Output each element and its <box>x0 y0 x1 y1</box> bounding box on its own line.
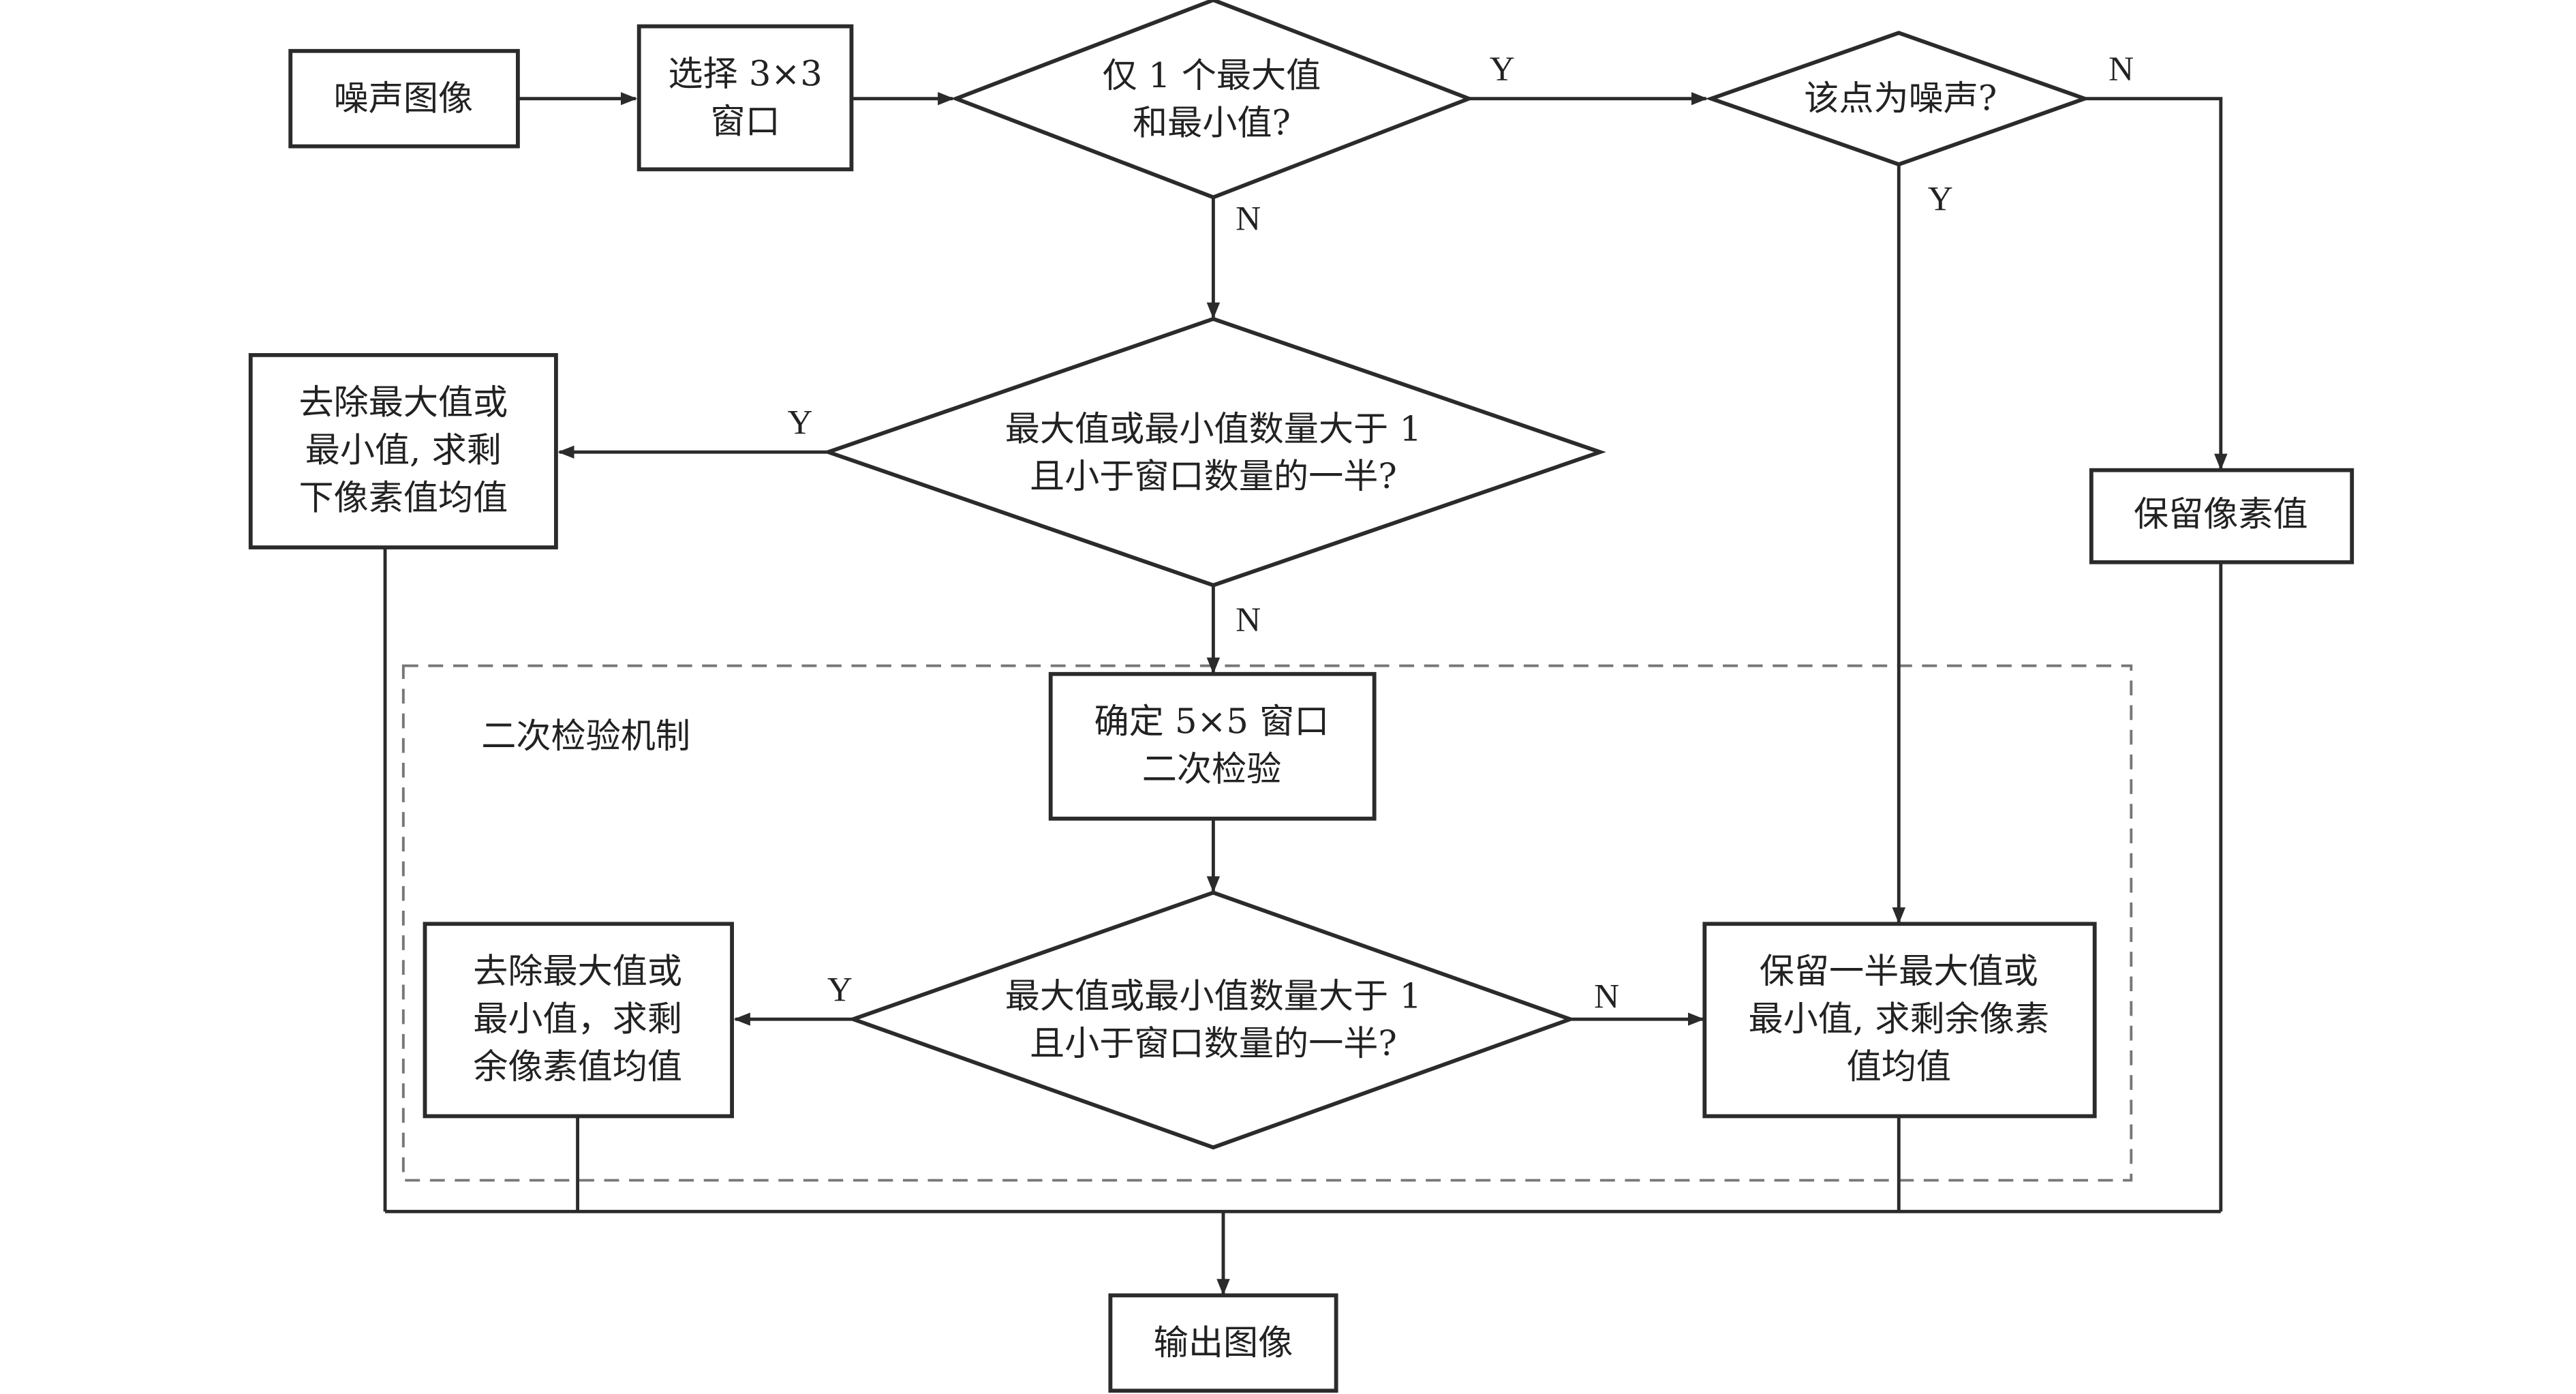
svg-text:最大值或最小值数量大于 1: 最大值或最小值数量大于 1 <box>1005 410 1422 450</box>
secondary-check-group <box>401 664 2133 1182</box>
edge-label-isnoise-yes: Y <box>1928 181 1953 219</box>
svg-text:最小值, 求剩余像素: 最小值, 求剩余像素 <box>1749 999 2050 1040</box>
node-select-3x3-window: 选择 3×3 窗口 <box>637 24 854 172</box>
edge-label-check2-no: N <box>1594 978 1619 1016</box>
edge-isnoise-no-to-keep <box>2085 97 2228 470</box>
node-keep-pixel-value: 保留像素值 <box>2089 468 2355 564</box>
edge-label-check2-yes: Y <box>827 971 853 1010</box>
svg-text:去除最大值或: 去除最大值或 <box>298 383 508 423</box>
svg-text:窗口: 窗口 <box>710 102 780 142</box>
svg-text:保留像素值: 保留像素值 <box>2134 495 2308 535</box>
edge-label-check1-yes: Y <box>787 404 812 442</box>
edge-label-isnoise-no: N <box>2109 50 2134 89</box>
svg-text:该点为噪声?: 该点为噪声? <box>1804 79 1997 119</box>
secondary-check-group-label: 二次检验机制 <box>481 716 690 757</box>
svg-text:且小于窗口数量的一半?: 且小于窗口数量的一半? <box>1030 457 1397 497</box>
svg-text:值均值: 值均值 <box>1847 1047 1951 1087</box>
svg-text:下像素值均值: 下像素值均值 <box>298 479 508 519</box>
svg-text:保留一半最大值或: 保留一半最大值或 <box>1760 952 2038 992</box>
svg-text:仅 1 个最大值: 仅 1 个最大值 <box>1103 56 1321 96</box>
svg-text:选择 3×3: 选择 3×3 <box>668 55 822 95</box>
node-confirm-5x5-window: 确定 5×5 窗口 二次检验 <box>1048 671 1377 821</box>
svg-text:和最小值?: 和最小值? <box>1133 104 1291 144</box>
edge-label-decision1-yes: Y <box>1490 50 1515 89</box>
edge-label-decision1-no: N <box>1236 200 1261 239</box>
node-decision-only-one-max-min: 仅 1 个最大值 和最小值? <box>950 0 1475 200</box>
svg-text:最小值，求剩: 最小值，求剩 <box>473 999 682 1040</box>
svg-text:输出图像: 输出图像 <box>1154 1323 1293 1363</box>
svg-text:确定 5×5 窗口: 确定 5×5 窗口 <box>1094 702 1330 742</box>
svg-text:二次检验: 二次检验 <box>1142 750 1282 790</box>
connectors <box>383 92 2228 1296</box>
svg-text:最小值, 求剩: 最小值, 求剩 <box>305 431 502 471</box>
node-keep-half-extreme-mean: 保留一半最大值或 最小值, 求剩余像素 值均值 <box>1702 922 2097 1119</box>
node-noisy-image: 噪声图像 <box>288 48 520 149</box>
svg-text:去除最大值或: 去除最大值或 <box>473 952 682 992</box>
svg-text:最大值或最小值数量大于 1: 最大值或最小值数量大于 1 <box>1005 977 1422 1017</box>
svg-text:且小于窗口数量的一半?: 且小于窗口数量的一半? <box>1030 1024 1397 1064</box>
node-decision-is-noise: 该点为噪声? <box>1705 31 2091 167</box>
node-output-image: 输出图像 <box>1108 1293 1338 1393</box>
svg-text:余像素值均值: 余像素值均值 <box>473 1047 682 1087</box>
node-decision-count-check-1: 最大值或最小值数量大于 1 且小于窗口数量的一半? <box>822 316 1606 588</box>
edge-label-check1-no: N <box>1236 601 1261 639</box>
node-decision-count-check-2: 最大值或最小值数量大于 1 且小于窗口数量的一半? <box>847 890 1576 1150</box>
svg-text:噪声图像: 噪声图像 <box>334 79 474 119</box>
node-remove-extreme-mean-2: 去除最大值或 最小值，求剩 余像素值均值 <box>423 922 735 1119</box>
node-remove-extreme-mean-1: 去除最大值或 最小值, 求剩 下像素值均值 <box>248 353 558 549</box>
